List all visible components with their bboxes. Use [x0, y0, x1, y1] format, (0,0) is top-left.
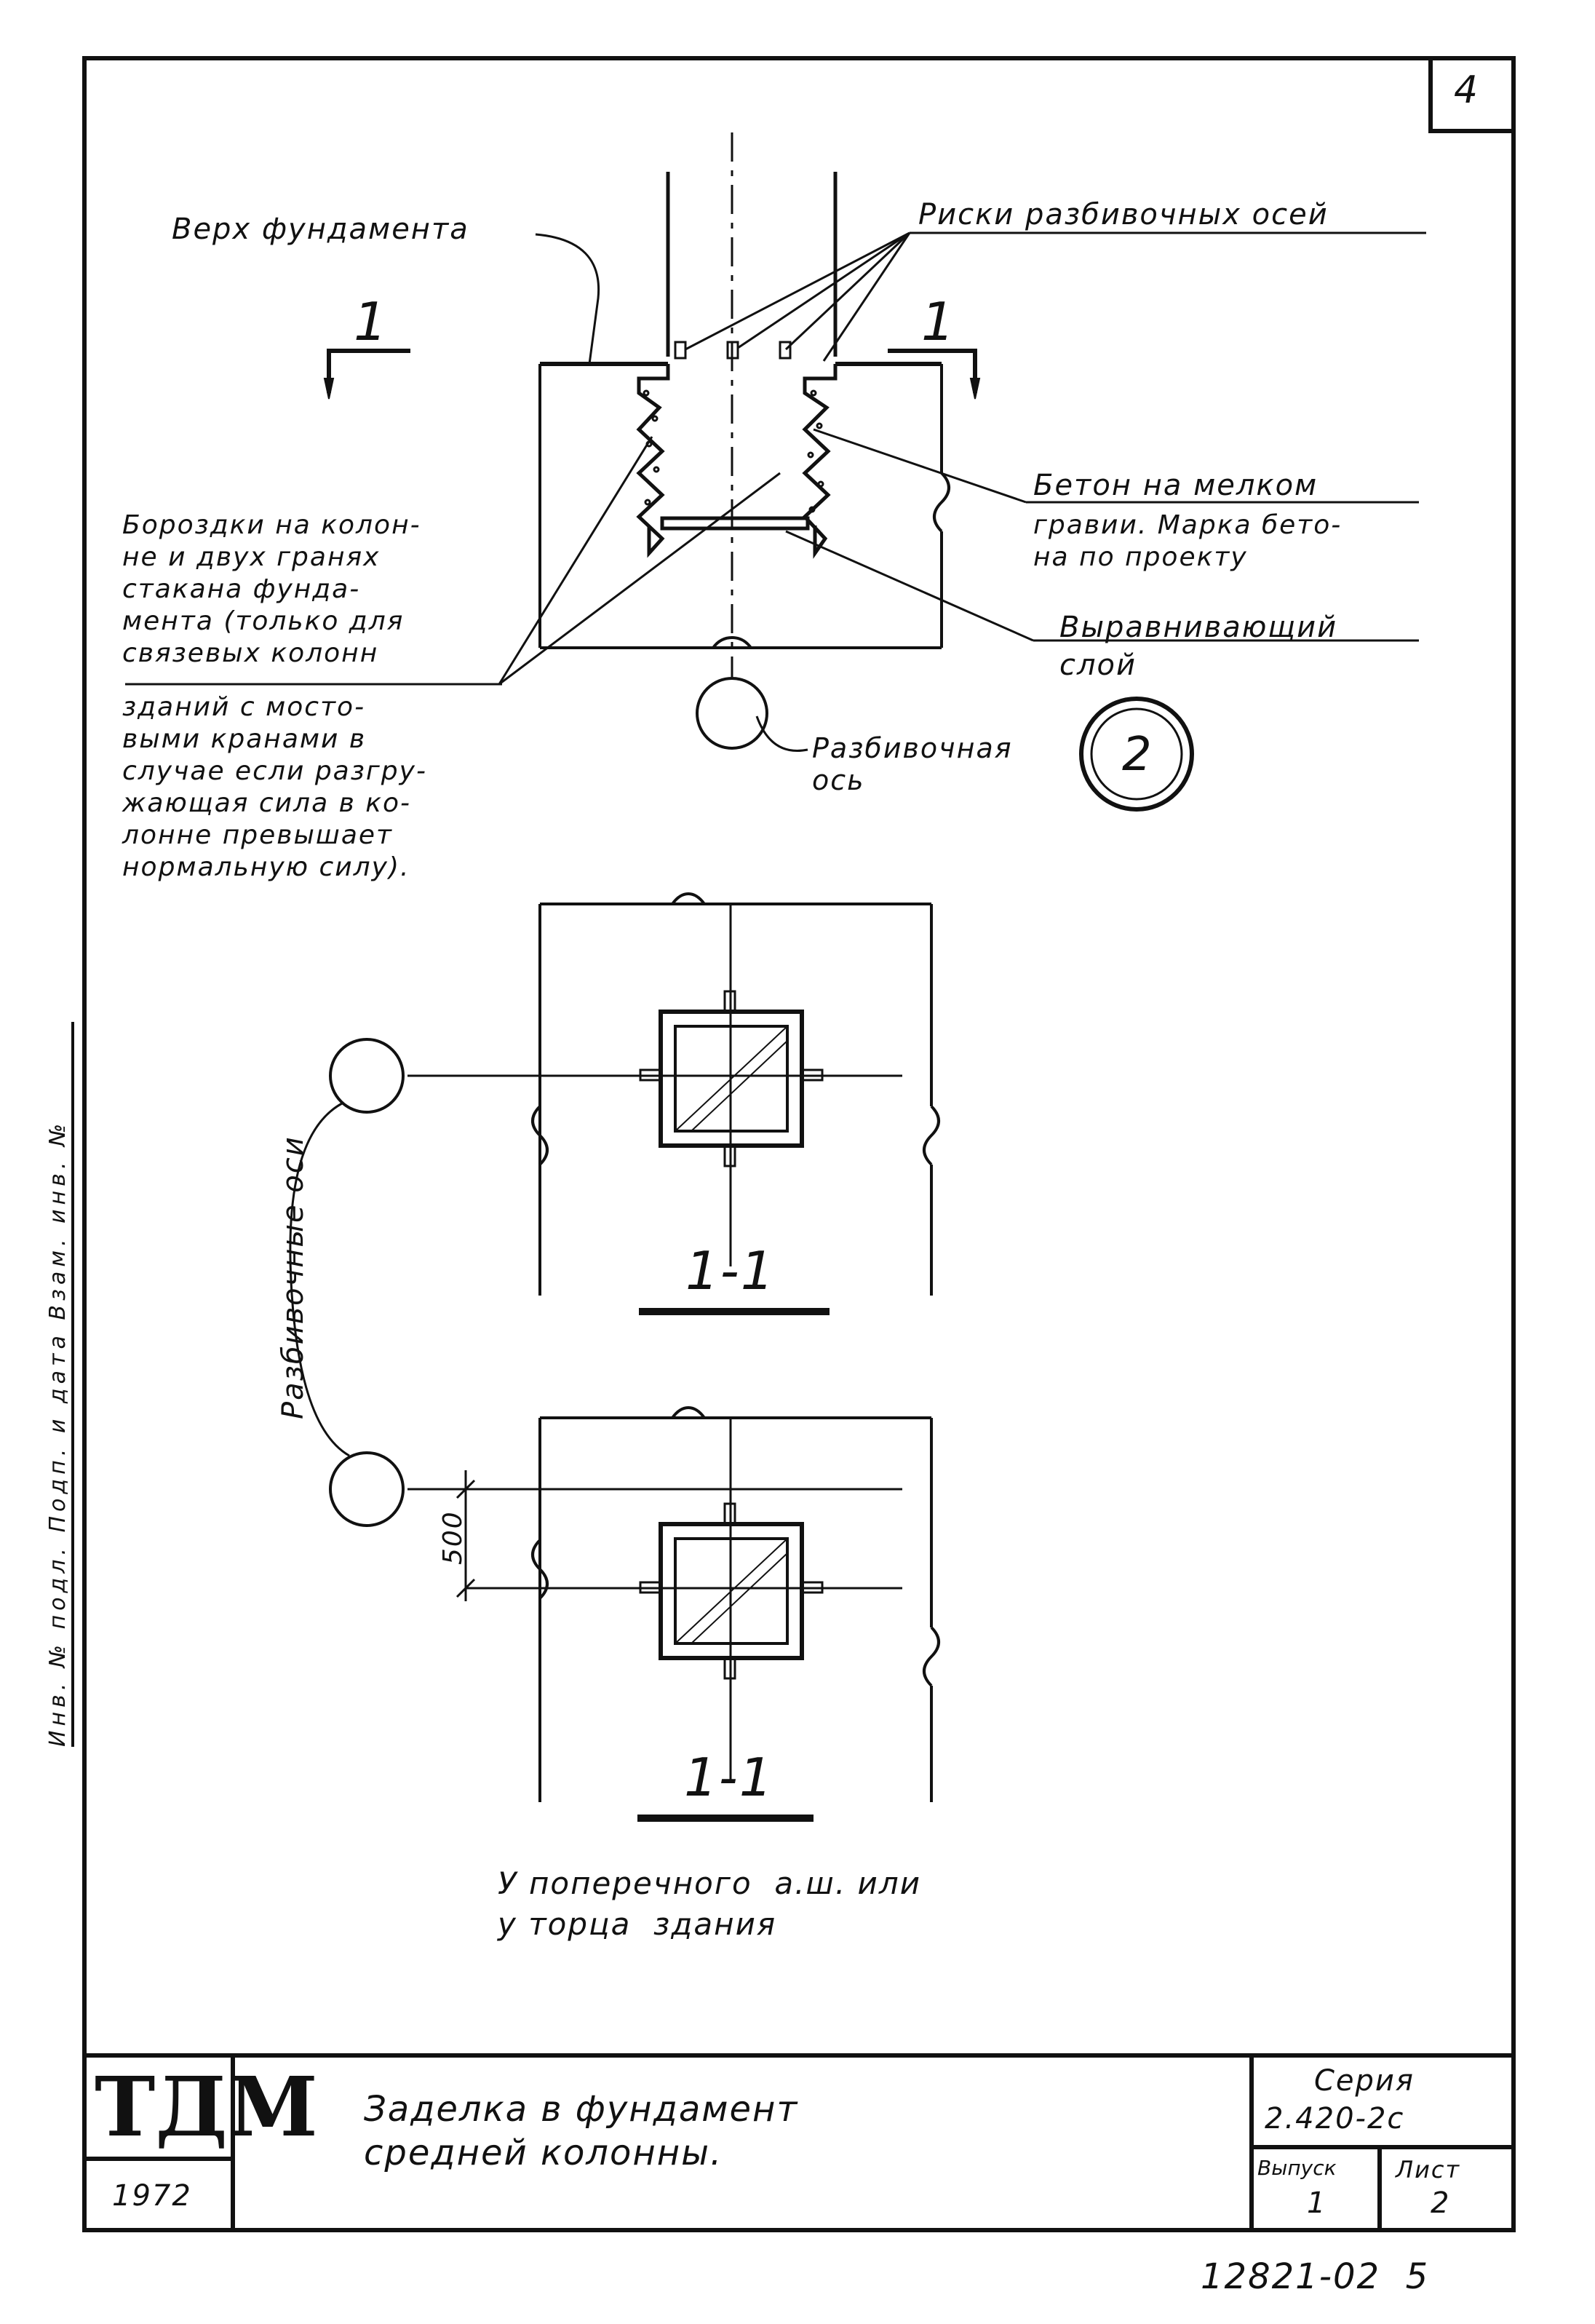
section-mark-left: 1	[354, 291, 389, 352]
issue-value: 1	[1307, 2186, 1327, 2220]
side-stamp: Инв. № подл. Подп. и дата Взам. инв. №	[45, 1119, 71, 1747]
label-setting-out-marks: Риски разбивочных осей	[918, 198, 1329, 231]
label-transverse-note: У поперечного а.ш. или у торца здания	[498, 1865, 921, 1942]
sheet-value: 2	[1431, 2186, 1451, 2220]
corner-number-box	[1428, 56, 1516, 133]
section-view	[125, 132, 1426, 812]
series-label: Серия	[1314, 2064, 1415, 2098]
sheet-frame	[82, 56, 1516, 2232]
sheet-label: Лист	[1396, 2156, 1461, 2184]
label-setting-axes-vertical: Разбивочные оси	[277, 1135, 310, 1419]
title-block-year: 1972	[112, 2179, 192, 2213]
label-top-of-foundation: Верх фундамента	[172, 213, 469, 246]
plan-view-1	[329, 892, 940, 1315]
plan-view-2	[289, 1102, 940, 1822]
detail-number: 2	[1122, 728, 1153, 782]
corner-number: 4	[1454, 68, 1480, 112]
section-mark-right: 1	[921, 291, 956, 352]
page-footer: 12821-02 5	[1201, 2256, 1430, 2297]
label-concrete: Бетон на мелком	[1033, 469, 1318, 502]
section-label-2: 1-1	[684, 1747, 774, 1808]
label-setting-axis: Разбивочная ось	[812, 732, 1013, 796]
label-grooves-note-1: Бороздки на колон- не и двух гранях стак…	[122, 510, 421, 668]
section-label-1: 1-1	[685, 1240, 776, 1301]
title-block-logo: ТДМ	[95, 2060, 318, 2155]
series-value: 2.420-2с	[1265, 2102, 1405, 2135]
dimension-500: 500	[438, 1510, 468, 1565]
title-line-2: средней колонны.	[364, 2133, 723, 2173]
label-concrete-note: гравии. Марка бето- на по проекту	[1033, 510, 1343, 572]
label-leveling-layer: Выравнивающий слой	[1059, 611, 1338, 682]
label-grooves-note-2: зданий с мосто- выми кранами в случае ес…	[122, 692, 427, 882]
issue-label: Выпуск	[1257, 2156, 1337, 2180]
title-line-1: Заделка в фундамент	[364, 2089, 799, 2130]
